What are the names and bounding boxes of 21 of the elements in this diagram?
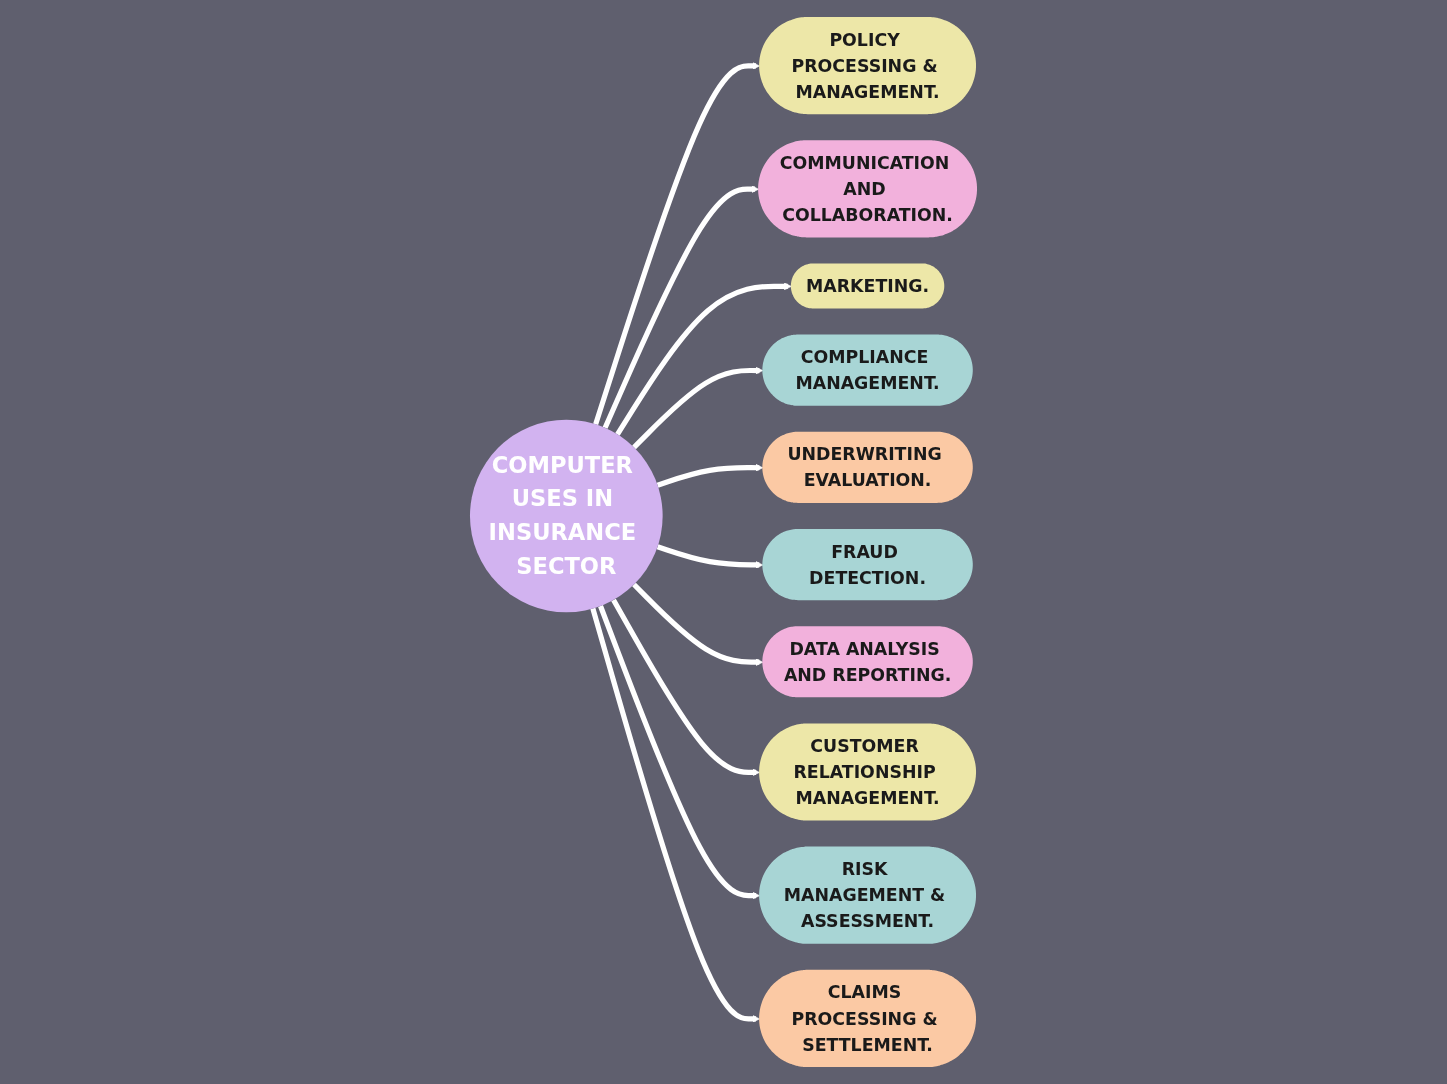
node-box: FRAUD DETECTION. (762, 529, 973, 601)
arrow (632, 366, 764, 450)
arrow (602, 185, 759, 429)
node-box: COMPLIANCE MANAGEMENT. (762, 334, 973, 406)
node-box: POLICY PROCESSING & MANAGEMENT. (759, 16, 976, 115)
node-box: CUSTOMER RELATIONSHIP MANAGEMENT. (759, 723, 976, 821)
node-box: UNDERWRITING EVALUATION. (762, 431, 973, 503)
arrow (611, 598, 760, 777)
arrow (615, 282, 792, 436)
node-box: RISK MANAGEMENT & ASSESSMENT. (759, 846, 976, 944)
node-box: MARKETING. (790, 263, 945, 309)
arrow (632, 582, 764, 666)
arrow (590, 607, 760, 1023)
node-box: DATA ANALYSIS AND REPORTING. (762, 626, 973, 698)
node-circle: COMPUTER USES IN INSURANCE SECTOR (470, 419, 663, 613)
arrow (598, 605, 760, 900)
node-box: COMMUNICATION AND COLLABORATION. (758, 140, 977, 238)
node-box: CLAIMS PROCESSING & SETTLEMENT. (759, 969, 976, 1068)
arrow (656, 544, 764, 569)
arrow (593, 62, 760, 425)
arrow (656, 463, 764, 488)
